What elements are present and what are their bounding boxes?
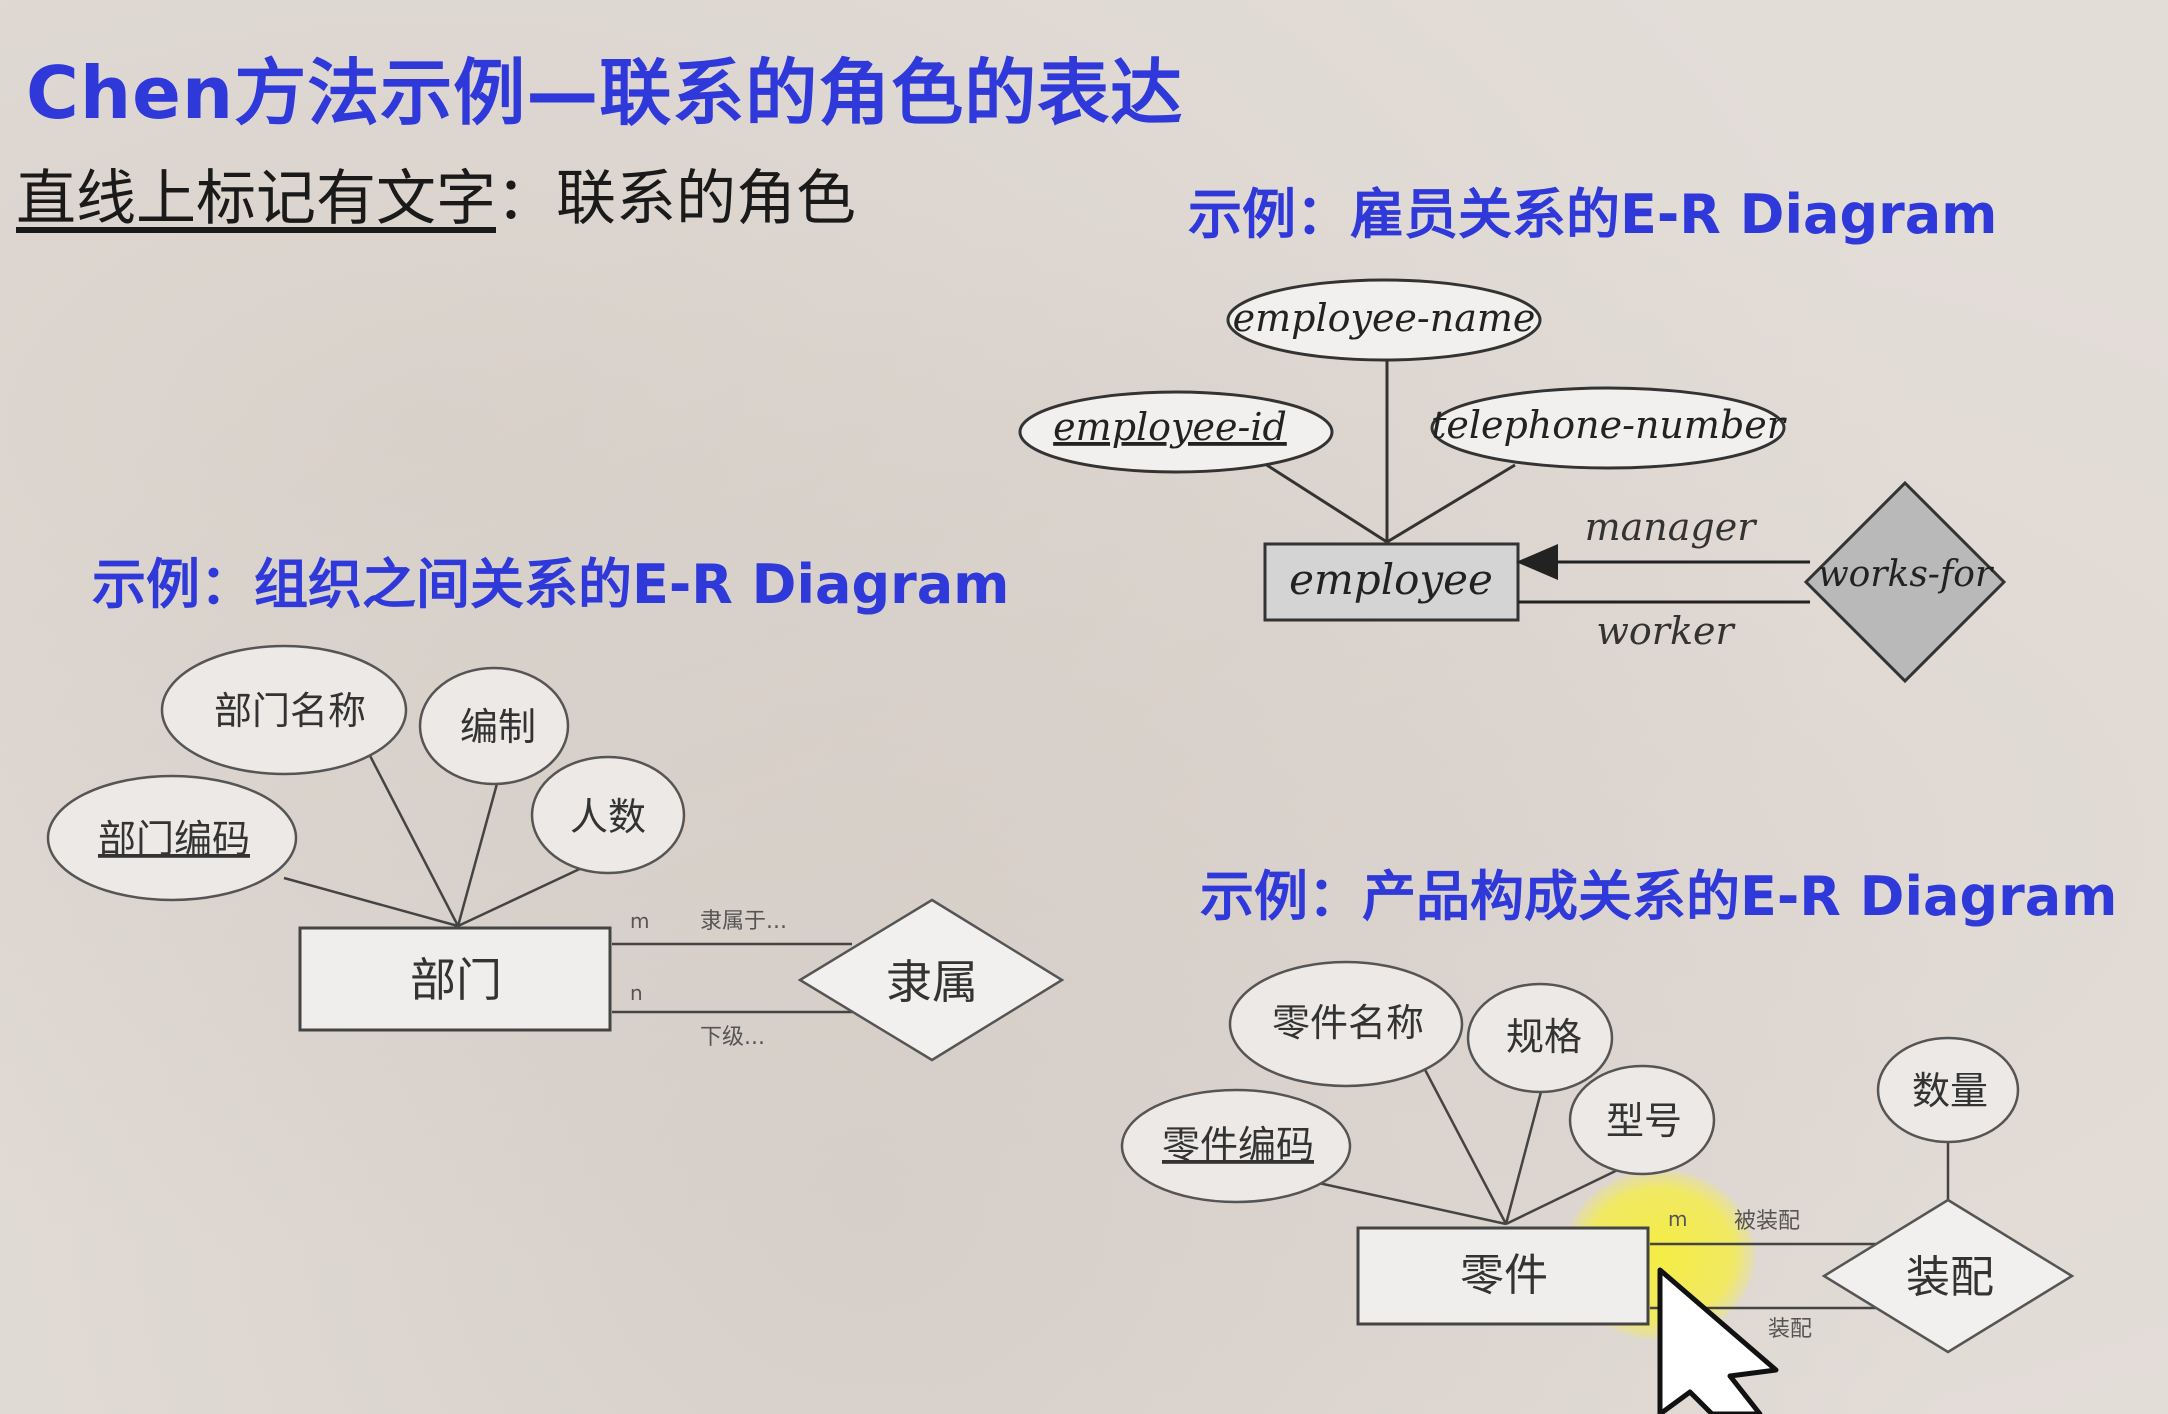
entity-employee — [1263, 542, 1520, 622]
product-example-heading: 示例：产品构成关系的E-R Diagram — [1200, 865, 2118, 928]
org-example-heading: 示例：组织之间关系的E-R Diagram — [92, 553, 1010, 616]
edge-employee-id — [1261, 460, 1388, 544]
attr-part-model — [1568, 1064, 1716, 1176]
edge-telephone-number — [1386, 463, 1516, 544]
attr-part-model-label: 型号 — [1606, 1099, 1682, 1143]
attr-part-name-label: 零件名称 — [1272, 1001, 1424, 1045]
attr-telephone-number-label: telephone-number — [1431, 403, 1788, 447]
attr-dept-headcount-label: 人数 — [570, 795, 646, 839]
attr-dept-headcount — [530, 755, 686, 875]
attr-dept-name-label: 部门名称 — [214, 689, 366, 733]
attr-employee-name — [1226, 278, 1542, 362]
edge-dept-quota — [456, 779, 500, 927]
relationship-assembly-label: 装配 — [1906, 1252, 1994, 1303]
attr-employee-id-label: employee-id — [1053, 405, 1287, 449]
attr-dept-quota — [418, 666, 570, 786]
attr-dept-quota-label: 编制 — [460, 705, 536, 749]
slide-title: Chen方法示例—联系的角色的表达 — [26, 51, 1184, 135]
product-card-top: m — [1668, 1207, 1687, 1231]
attr-employee-id — [1018, 390, 1334, 474]
product-diagram: 零件名称 规格 零件编码 型号 数量 零件 m 被装配 装配 装配 — [1120, 960, 2075, 1354]
edge-dept-code — [283, 876, 459, 928]
entity-employee-label: employee — [1289, 555, 1493, 604]
subtitle-underlined: 直线上标记有文字 — [16, 164, 496, 234]
attr-employee-name-label: employee-name — [1233, 296, 1536, 340]
role-worker-label: worker — [1596, 609, 1736, 653]
attr-part-spec — [1466, 982, 1614, 1094]
relationship-assembly — [1821, 1198, 2075, 1354]
employee-example-heading: 示例：雇员关系的E-R Diagram — [1188, 183, 1998, 246]
org-card-bottom: n — [630, 981, 643, 1005]
edge-part-model — [1505, 1162, 1631, 1226]
org-diagram: 部门名称 编制 部门编码 人数 部门 m n 隶属于... 下级... 隶属 — [46, 644, 1065, 1062]
attr-dept-name — [160, 644, 408, 776]
org-role-top-label: 隶属于... — [700, 909, 787, 934]
entity-department-label: 部门 — [410, 953, 502, 1007]
org-card-top: m — [630, 909, 649, 933]
edge-part-spec — [1504, 1087, 1544, 1225]
product-role-top-label: 被装配 — [1734, 1209, 1800, 1234]
relationship-works-for-label: works-for — [1818, 554, 1994, 595]
attr-telephone-number — [1430, 386, 1786, 470]
product-role-bottom-label: 装配 — [1768, 1317, 1812, 1342]
entity-part — [1356, 1226, 1650, 1326]
org-role-bottom-label: 下级... — [700, 1025, 765, 1050]
relationship-subordinate — [797, 898, 1065, 1062]
attr-dept-code-label: 部门编码 — [98, 817, 250, 861]
relationship-works-for — [1803, 480, 2007, 684]
attr-part-code — [1120, 1088, 1352, 1204]
attr-dept-code — [46, 774, 298, 902]
edge-dept-name — [364, 747, 460, 927]
mouse-pointer-icon — [1657, 1267, 1779, 1414]
employee-diagram: employee-name employee-id telephone-numb… — [1018, 278, 2007, 684]
subtitle-rest: ：联系的角色 — [496, 164, 856, 234]
attr-part-spec-label: 规格 — [1506, 1015, 1582, 1059]
entity-department — [298, 926, 612, 1032]
attr-assembly-quantity-label: 数量 — [1912, 1069, 1988, 1113]
edge-dept-headcount — [457, 864, 587, 928]
entity-part-label: 零件 — [1460, 1250, 1548, 1301]
role-manager-label: manager — [1585, 505, 1759, 549]
attr-assembly-quantity — [1876, 1036, 2020, 1144]
edge-part-name — [1420, 1063, 1508, 1225]
attr-part-code-label: 零件编码 — [1162, 1123, 1314, 1167]
edge-part-code — [1313, 1180, 1507, 1226]
relationship-subordinate-label: 隶属 — [886, 955, 978, 1009]
attr-part-name — [1228, 960, 1464, 1088]
slide-subtitle: 直线上标记有文字：联系的角色 — [16, 150, 856, 237]
